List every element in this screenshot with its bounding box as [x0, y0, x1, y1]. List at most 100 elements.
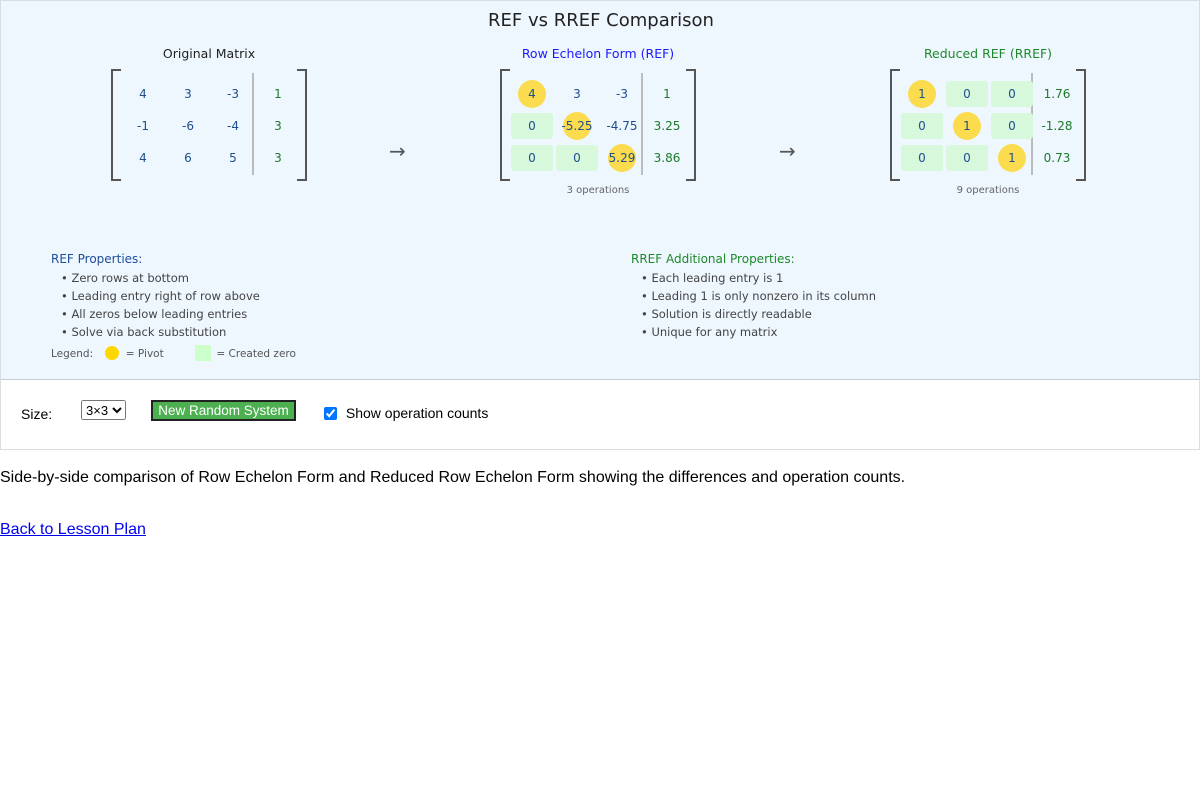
- cell-value: 1.76: [1043, 87, 1071, 101]
- matrix-cell: 4: [122, 145, 164, 171]
- matrix-cell: -3: [212, 81, 254, 107]
- cell-value: 0: [918, 151, 926, 165]
- cell-value: 4: [528, 87, 536, 101]
- cell-value: 3: [274, 119, 282, 133]
- right-bracket: [686, 69, 696, 181]
- pivot-marker: [908, 80, 936, 108]
- augment-separator: [641, 73, 643, 175]
- augmented-cell: 1: [257, 81, 299, 107]
- matrix-cell: 3: [167, 81, 209, 107]
- operation-count: 3 operations: [566, 185, 630, 196]
- matrix: 4 3 -3 1 0 -5.25 -4.75 3.25 0 0 5.29 3.86: [500, 69, 696, 181]
- show-operation-counts-toggle[interactable]: Show operation counts: [324, 405, 488, 421]
- show-operation-counts-checkbox[interactable]: [324, 407, 337, 420]
- augmented-cell: 3: [257, 145, 299, 171]
- matrix-cell: 1: [946, 112, 988, 140]
- left-bracket: [500, 69, 510, 181]
- cell-value: -4.75: [606, 119, 638, 133]
- cell-value: -3: [616, 87, 628, 101]
- matrix-cell: 0: [901, 145, 943, 171]
- cell-value: 0: [963, 151, 971, 165]
- size-select[interactable]: 3×3: [81, 400, 126, 420]
- legend: Legend: = Pivot = Created zero: [51, 345, 296, 361]
- list-item: • Solution is directly readable: [641, 307, 812, 321]
- pivot-marker: [998, 144, 1026, 172]
- back-to-lesson-plan-link[interactable]: Back to Lesson Plan: [0, 521, 146, 538]
- list-item: • Unique for any matrix: [641, 325, 778, 339]
- cell-value: 1: [918, 87, 926, 101]
- cell-value: 3: [274, 151, 282, 165]
- show-operation-counts-label: Show operation counts: [345, 405, 489, 421]
- augmented-cell: 3.86: [646, 145, 688, 171]
- augmented-cell: 1.76: [1036, 81, 1078, 107]
- matrix-label: Original Matrix: [162, 46, 256, 61]
- cell-value: 0: [573, 151, 581, 165]
- matrix-cell: 0: [991, 113, 1033, 139]
- matrix-cell: 0: [991, 81, 1033, 107]
- matrix-cell: 0: [511, 145, 553, 171]
- matrix-label: Reduced REF (RREF): [923, 46, 1053, 61]
- augmented-cell: 3.25: [646, 113, 688, 139]
- pivot-marker: [953, 112, 981, 140]
- matrix-cell: 5.29: [601, 144, 643, 172]
- matrix-cell: 3: [556, 81, 598, 107]
- matrix-cell: 4: [122, 81, 164, 107]
- cell-value: 0: [528, 119, 536, 133]
- matrix-cell: 0: [946, 145, 988, 171]
- list-item: • Solve via back substitution: [61, 325, 227, 339]
- cell-value: -1.28: [1041, 119, 1073, 133]
- new-random-system-button[interactable]: New Random System: [151, 400, 296, 421]
- legend-pivot-label: = Pivot: [125, 348, 164, 360]
- list-item: • All zeros below leading entries: [61, 307, 248, 321]
- cell-value: 0.73: [1043, 151, 1071, 165]
- matrix-cell: 1: [901, 80, 943, 108]
- page-title: REF vs RREF Comparison: [488, 10, 714, 31]
- arrow-icon: →: [779, 139, 796, 163]
- matrix-cell: 5: [212, 145, 254, 171]
- right-bracket: [297, 69, 307, 181]
- cell-value: 5: [229, 151, 237, 165]
- cell-value: -5.25: [561, 119, 593, 133]
- legend-zero-label: = Created zero: [216, 348, 296, 360]
- description: Side-by-side comparison of Row Echelon F…: [0, 469, 906, 486]
- ref-properties-heading: REF Properties:: [51, 252, 143, 266]
- size-label: Size:: [21, 406, 53, 422]
- matrix-label: Row Echelon Form (REF): [521, 46, 675, 61]
- matrix-cell: 6: [167, 145, 209, 171]
- list-item: • Each leading entry is 1: [641, 271, 784, 285]
- cell-value: 3.86: [653, 151, 681, 165]
- cell-value: 0: [528, 151, 536, 165]
- cell-value: 0: [1008, 87, 1016, 101]
- matrix-cell: -1: [122, 113, 164, 139]
- cell-value: 3: [184, 87, 192, 101]
- augment-separator: [252, 73, 254, 175]
- operation-count: 9 operations: [956, 185, 1020, 196]
- augmented-cell: 3: [257, 113, 299, 139]
- matrix-cell: 0: [511, 113, 553, 139]
- cell-value: -1: [137, 119, 149, 133]
- controls-panel: Size: 3×3 New Random System Show operati…: [0, 380, 1200, 450]
- cell-value: 1: [274, 87, 282, 101]
- zero-swatch-icon: [195, 345, 212, 361]
- matrix-cell: 0: [556, 145, 598, 171]
- matrix-cell: 1: [991, 144, 1033, 172]
- matrix-cell: -4: [212, 113, 254, 139]
- cell-value: 5.29: [608, 151, 636, 165]
- left-bracket: [111, 69, 121, 181]
- pivot-swatch-icon: [105, 346, 120, 360]
- matrix-cell: -3: [601, 81, 643, 107]
- arrow-icon: →: [389, 139, 406, 163]
- ref-properties: REF Properties: • Zero rows at bottom • …: [51, 252, 260, 343]
- matrix-cell: -4.75: [601, 113, 643, 139]
- pivot-marker: [563, 112, 591, 140]
- augmented-cell: 0.73: [1036, 145, 1078, 171]
- augmented-cell: 1: [646, 81, 688, 107]
- cell-value: 1: [1008, 151, 1016, 165]
- cell-value: -6: [182, 119, 194, 133]
- cell-value: -3: [227, 87, 239, 101]
- matrix-cell: -6: [167, 113, 209, 139]
- cell-value: 0: [1008, 119, 1016, 133]
- cell-value: 3.25: [653, 119, 681, 133]
